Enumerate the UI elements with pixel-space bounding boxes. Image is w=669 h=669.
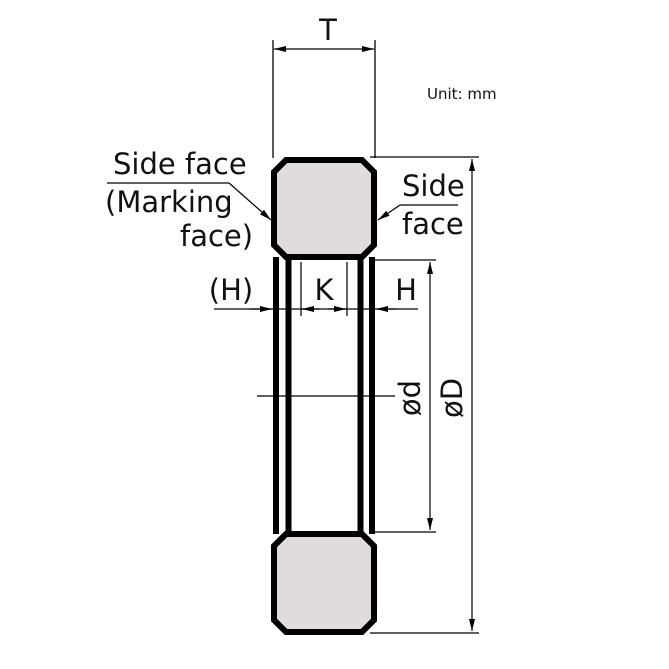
dimension-inner-diameter: ød [372, 259, 436, 533]
dimension-outer-diameter: øD [370, 156, 479, 634]
dimension-H-K: (H) K H [209, 273, 418, 312]
dimension-label-D: øD [435, 378, 469, 418]
dimension-label-d: ød [393, 380, 427, 416]
callout-side-face-marking: Side face (Marking face) [105, 147, 272, 253]
bottom-section-block [271, 531, 377, 635]
dimension-label-H-left: (H) [209, 273, 253, 307]
dimension-label-T: T [318, 13, 337, 47]
callout-left-line2: (Marking [105, 185, 233, 219]
dimension-T: T [272, 13, 376, 158]
callout-right-line2: face [402, 207, 464, 241]
callout-side-face: Side face [377, 169, 465, 241]
top-section-block [271, 157, 377, 260]
unit-label: Unit: mm [427, 85, 497, 103]
callout-left-line1: Side face [113, 147, 247, 181]
callout-right-line1: Side [402, 169, 465, 203]
dimension-label-H-right: H [395, 273, 417, 307]
dimension-label-K: K [314, 273, 334, 307]
callout-left-line3: face) [180, 219, 253, 253]
